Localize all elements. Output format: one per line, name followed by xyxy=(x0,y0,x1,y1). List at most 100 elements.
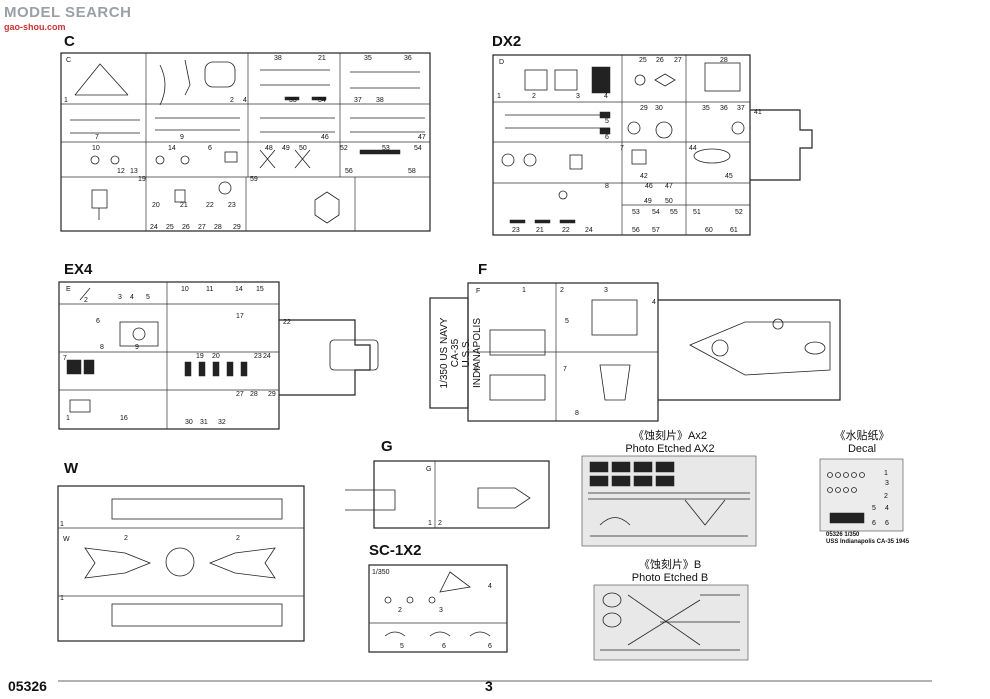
svg-text:7: 7 xyxy=(95,134,99,141)
svg-text:12: 12 xyxy=(117,168,125,175)
sprue-w-label: W xyxy=(64,460,79,477)
pe-b-title-cn: 《蚀刻片》B xyxy=(638,559,702,571)
svg-text:7: 7 xyxy=(63,355,67,362)
svg-text:50: 50 xyxy=(299,145,307,152)
svg-text:14: 14 xyxy=(168,145,176,152)
svg-text:3: 3 xyxy=(885,480,889,487)
sprue-c-label: C xyxy=(64,33,75,50)
svg-text:46: 46 xyxy=(321,134,329,141)
svg-text:4: 4 xyxy=(652,299,656,306)
svg-text:1: 1 xyxy=(884,470,888,477)
svg-text:1: 1 xyxy=(66,415,70,422)
svg-text:45: 45 xyxy=(725,173,733,180)
svg-text:23: 23 xyxy=(254,353,262,360)
svg-text:24: 24 xyxy=(150,224,158,231)
watermark-logo: MODEL SEARCH xyxy=(4,4,132,21)
svg-text:22: 22 xyxy=(562,227,570,234)
svg-text:60: 60 xyxy=(705,227,713,234)
svg-text:58: 58 xyxy=(408,168,416,175)
svg-text:2: 2 xyxy=(84,297,88,304)
svg-text:E: E xyxy=(66,286,71,293)
svg-text:31: 31 xyxy=(200,419,208,426)
svg-text:51: 51 xyxy=(693,209,701,216)
svg-text:17: 17 xyxy=(236,313,244,320)
svg-text:47: 47 xyxy=(665,183,673,190)
svg-text:2: 2 xyxy=(438,520,442,527)
f-hull-label-line2: U.S.S. INDIANAPOLIS xyxy=(461,317,483,389)
svg-text:2: 2 xyxy=(124,535,128,542)
svg-text:3: 3 xyxy=(118,294,122,301)
svg-text:8: 8 xyxy=(100,344,104,351)
svg-text:29: 29 xyxy=(268,391,276,398)
svg-text:44: 44 xyxy=(689,145,697,152)
svg-text:38: 38 xyxy=(274,55,282,62)
pe-ax2-title-cn: 《蚀刻片》Ax2 xyxy=(633,430,707,442)
svg-text:56: 56 xyxy=(345,168,353,175)
svg-text:23: 23 xyxy=(512,227,520,234)
svg-text:4: 4 xyxy=(488,583,492,590)
svg-text:1/350: 1/350 xyxy=(372,569,390,576)
svg-text:G: G xyxy=(426,466,431,473)
sprue-sc-label: SC-1X2 xyxy=(369,542,422,559)
svg-text:6: 6 xyxy=(488,643,492,650)
svg-text:27: 27 xyxy=(198,224,206,231)
svg-text:10: 10 xyxy=(92,145,100,152)
svg-text:53: 53 xyxy=(382,145,390,152)
svg-text:4: 4 xyxy=(604,93,608,100)
svg-text:61: 61 xyxy=(730,227,738,234)
svg-text:6: 6 xyxy=(474,366,478,373)
f-hull-label: 1/350 US NAVY CA-35 U.S.S. INDIANAPOLIS xyxy=(439,310,483,396)
svg-text:7: 7 xyxy=(563,366,567,373)
svg-text:22: 22 xyxy=(206,202,214,209)
svg-text:59: 59 xyxy=(250,176,258,183)
svg-text:5: 5 xyxy=(565,318,569,325)
svg-text:29: 29 xyxy=(233,224,241,231)
svg-text:25: 25 xyxy=(166,224,174,231)
decal-title-en: Decal xyxy=(847,443,877,455)
svg-text:27: 27 xyxy=(674,57,682,64)
svg-text:30: 30 xyxy=(185,419,193,426)
svg-text:57: 57 xyxy=(652,227,660,234)
svg-text:21: 21 xyxy=(180,202,188,209)
svg-text:6: 6 xyxy=(96,318,100,325)
svg-text:19: 19 xyxy=(196,353,204,360)
svg-text:14: 14 xyxy=(235,286,243,293)
f-hull-label-line1: 1/350 US NAVY CA-35 xyxy=(439,317,461,389)
svg-text:19: 19 xyxy=(138,176,146,183)
svg-text:46: 46 xyxy=(645,183,653,190)
svg-text:4: 4 xyxy=(243,97,247,104)
svg-text:52: 52 xyxy=(340,145,348,152)
svg-text:2: 2 xyxy=(884,493,888,500)
svg-text:5: 5 xyxy=(400,643,404,650)
page-number: 3 xyxy=(485,678,493,694)
photo-etched-b-sheet xyxy=(593,584,749,661)
svg-text:1: 1 xyxy=(60,595,64,602)
svg-text:54: 54 xyxy=(414,145,422,152)
svg-text:22: 22 xyxy=(283,319,291,326)
svg-text:2: 2 xyxy=(398,607,402,614)
svg-text:50: 50 xyxy=(665,198,673,205)
svg-text:6: 6 xyxy=(208,145,212,152)
svg-text:23: 23 xyxy=(228,202,236,209)
svg-text:9: 9 xyxy=(135,344,139,351)
svg-text:W: W xyxy=(63,536,70,543)
svg-text:42: 42 xyxy=(640,173,648,180)
svg-text:9: 9 xyxy=(180,134,184,141)
pe-ax2-title-en: Photo Etched AX2 xyxy=(625,443,715,455)
svg-text:13: 13 xyxy=(130,168,138,175)
svg-text:54: 54 xyxy=(652,209,660,216)
svg-text:16: 16 xyxy=(120,415,128,422)
svg-text:6: 6 xyxy=(605,134,609,141)
watermark-url: gao-shou.com xyxy=(4,22,66,32)
svg-text:2: 2 xyxy=(532,93,536,100)
sprue-ex4-label: EX4 xyxy=(64,261,93,278)
svg-text:3: 3 xyxy=(576,93,580,100)
svg-text:20: 20 xyxy=(152,202,160,209)
svg-text:27: 27 xyxy=(236,391,244,398)
svg-text:1: 1 xyxy=(428,520,432,527)
svg-text:C: C xyxy=(66,57,71,64)
sprue-dx2-label: DX2 xyxy=(492,33,522,50)
